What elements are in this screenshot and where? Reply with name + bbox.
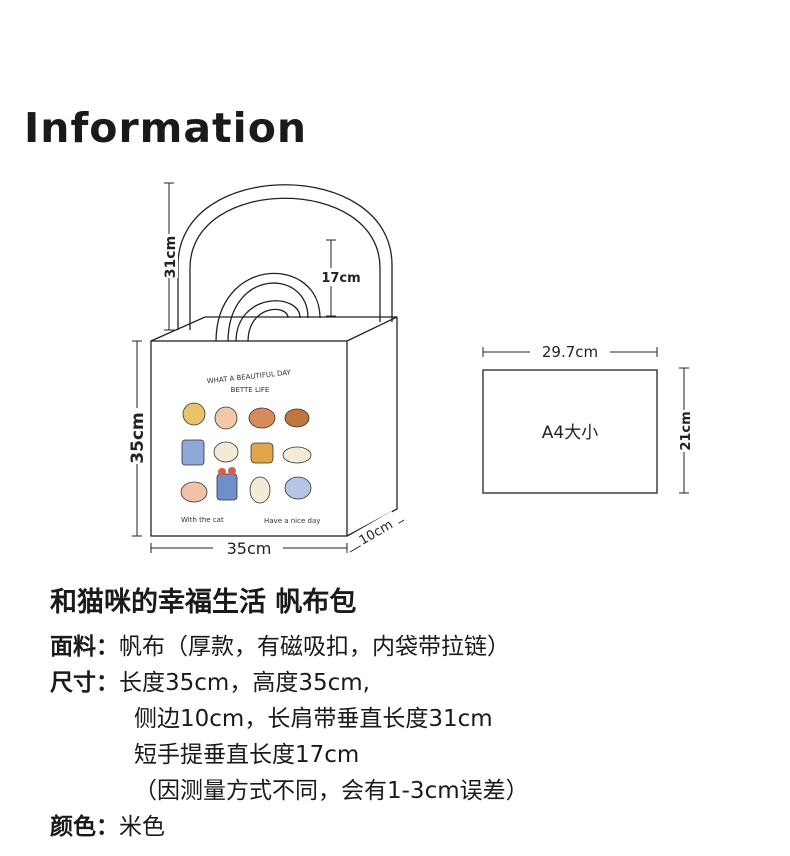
size-key: 尺寸： — [50, 670, 119, 696]
spec-size: 尺寸：长度35cm，高度35cm, — [50, 666, 370, 701]
short-handle — [215, 272, 321, 343]
sleeping-cat-icon — [213, 441, 239, 463]
pretzel-icon — [284, 408, 310, 428]
a4-height-label: 21cm — [679, 411, 694, 450]
size-line-4: （因测量方式不同，会有1-3cm误差） — [134, 778, 529, 804]
size-line-3: 短手提垂直长度17cm — [134, 742, 360, 768]
material-value: 帆布（厚款，有磁吸扣，内袋带拉链） — [119, 634, 510, 660]
color-key: 颜色： — [50, 814, 119, 840]
flower-vase-icon — [216, 473, 238, 501]
spec-color: 颜色：米色 — [50, 810, 165, 845]
size-line-2: 侧边10cm，长肩带垂直长度31cm — [134, 706, 493, 732]
bag-width-label: 35cm — [227, 539, 272, 558]
page-title: Information — [24, 104, 308, 152]
cat-figure-icon — [182, 402, 206, 426]
coffee-cake-icon — [248, 407, 276, 429]
color-value: 米色 — [119, 814, 165, 840]
a4-paper — [482, 369, 658, 494]
cat-shopping-bag-icon — [181, 439, 205, 466]
a4-width-label: 29.7cm — [542, 343, 598, 361]
bag-front — [150, 340, 348, 537]
spec-material: 面料：帆布（厚款，有磁吸扣，内袋带拉链） — [50, 630, 510, 665]
bag-height-label: 35cm — [128, 412, 148, 463]
a4-size-label: A4大小 — [542, 423, 598, 443]
product-dimension-diagram: 31cm 17cm 35cm 35cm 10cm 29.7cm 21cm A4大… — [127, 182, 695, 558]
product-name: 和猫咪的幸福生活 帆布包 — [50, 587, 357, 618]
print-text-sub: BETTE LIFE — [231, 386, 270, 394]
size-line-1: 长度35cm，高度35cm, — [119, 670, 370, 696]
short-handle-label: 17cm — [321, 271, 360, 286]
long-strap — [177, 184, 393, 330]
cat-guitar-icon — [214, 406, 238, 430]
print-text-bottom-right: Have a nice day — [264, 517, 320, 525]
print-text-bottom-left: With the cat — [181, 516, 224, 524]
long-strap-label: 31cm — [163, 236, 179, 278]
pudding-icon — [250, 442, 274, 464]
lying-cat-icon — [282, 446, 312, 464]
material-key: 面料： — [50, 634, 119, 660]
cat-hug-icon — [180, 481, 208, 503]
reading-cat-icon — [284, 476, 312, 500]
spotted-cat-icon — [249, 476, 271, 504]
